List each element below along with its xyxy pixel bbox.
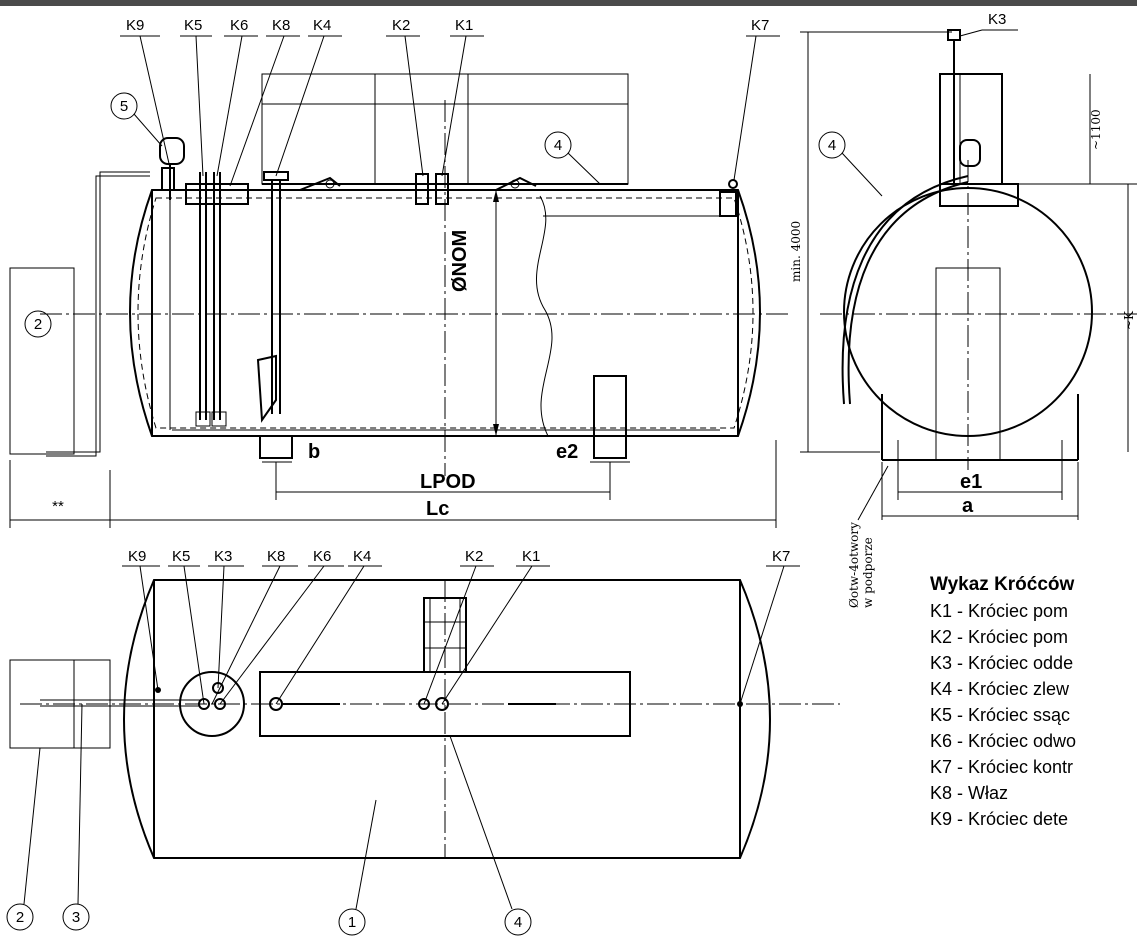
legend-item: K8 - Właz xyxy=(930,783,1009,803)
label-k2: K2 xyxy=(392,17,410,34)
top-part-markers: 2 3 1 4 xyxy=(6,703,532,936)
ladder xyxy=(423,597,467,673)
dim-lpod: LPOD xyxy=(420,471,476,493)
legend-item: K9 - Króciec dete xyxy=(930,809,1069,829)
top-label-k5: K5 xyxy=(172,548,190,565)
dim-e1: e1 xyxy=(960,471,982,493)
top-nozzle-labels: K9 K5 K3 K8 K6 K4 K2 K1 K7 xyxy=(128,548,790,565)
dim-1100: ~1100 xyxy=(1089,109,1103,150)
legend-item: K4 - Króciec zlew xyxy=(930,679,1070,699)
side-view xyxy=(9,73,790,528)
marker-4-side: 4 xyxy=(554,137,562,154)
legend-item: K2 - Króciec pom xyxy=(930,627,1069,647)
dim-min-4000: min. 4000 xyxy=(789,221,803,282)
end-view xyxy=(800,29,1137,521)
legend-title: Wykaz Króćców xyxy=(930,574,1075,595)
top-bar xyxy=(0,0,1137,6)
legend-item: K7 - Króciec kontr xyxy=(930,757,1074,777)
label-k1: K1 xyxy=(455,17,473,34)
dim-b: b xyxy=(308,441,320,463)
top-label-k2: K2 xyxy=(465,548,483,565)
dim-star: ** xyxy=(52,498,64,515)
top-box-2 xyxy=(9,659,111,749)
top-view xyxy=(9,579,840,859)
holes-note-1: Øotw-4otwory xyxy=(847,522,861,608)
label-k4: K4 xyxy=(313,17,331,34)
platform-railing xyxy=(261,73,629,191)
marker-2-top: 2 xyxy=(16,909,24,926)
label-k3-end: K3 xyxy=(988,11,1006,28)
legend-item: K1 - Króciec pom xyxy=(930,601,1069,621)
top-label-k8: K8 xyxy=(267,548,285,565)
dim-a: a xyxy=(962,495,974,517)
top-label-k7: K7 xyxy=(772,548,790,565)
cutaway-line xyxy=(535,195,553,437)
top-label-k4: K4 xyxy=(353,548,371,565)
dim-e2: e2 xyxy=(556,441,578,463)
marker-4-end: 4 xyxy=(828,137,836,154)
marker-2-side: 2 xyxy=(34,316,42,333)
legend-item: K3 - Króciec odde xyxy=(930,653,1074,673)
label-k6: K6 xyxy=(230,17,248,34)
marker-1: 1 xyxy=(348,914,356,931)
marker-4-top: 4 xyxy=(514,914,522,931)
top-label-k3: K3 xyxy=(214,548,232,565)
top-label-k6: K6 xyxy=(313,548,331,565)
label-k7: K7 xyxy=(751,17,769,34)
holes-note-2: w podporze xyxy=(861,537,875,608)
nozzle-legend: Wykaz Króćców K1 - Króciec pom K2 - Króc… xyxy=(930,572,1137,832)
manhole-top xyxy=(179,671,245,737)
dim-diameter-nom: ØNOM xyxy=(449,230,471,292)
dim-k: ~K xyxy=(1122,310,1136,330)
side-part-markers: 5 4 2 xyxy=(24,92,601,338)
legend-item: K6 - Króciec odwo xyxy=(930,731,1077,751)
dim-lc: Lc xyxy=(426,498,449,520)
marker-5: 5 xyxy=(120,98,128,115)
side-nozzle-labels: K9 K5 K6 K8 K4 K2 K1 K7 xyxy=(126,17,769,34)
side-box-2 xyxy=(9,267,75,455)
label-k9: K9 xyxy=(126,17,144,34)
label-k8: K8 xyxy=(272,17,290,34)
legend-item: K5 - Króciec ssąc xyxy=(930,705,1071,725)
label-k5: K5 xyxy=(184,17,202,34)
leak-detector-head xyxy=(159,137,185,165)
top-label-k1: K1 xyxy=(522,548,540,565)
marker-3: 3 xyxy=(72,909,80,926)
top-label-k9: K9 xyxy=(128,548,146,565)
